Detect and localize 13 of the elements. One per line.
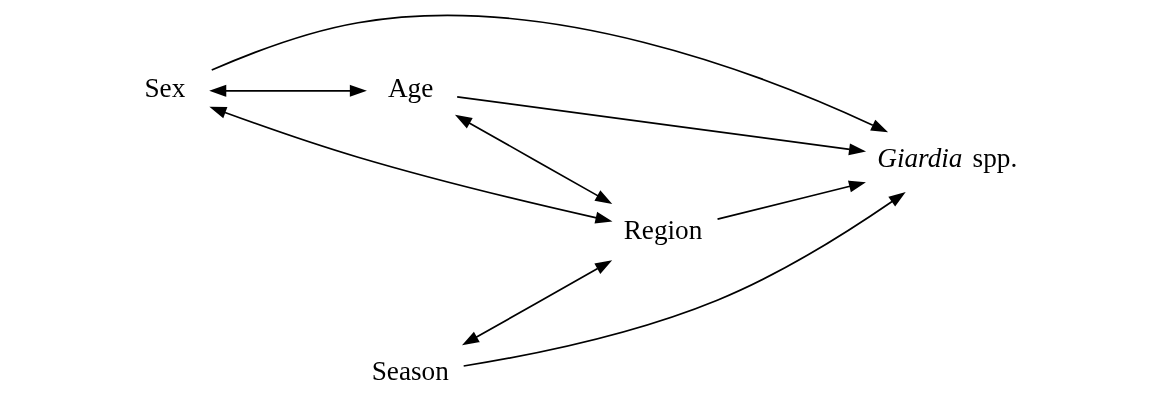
- node-text: Sex: [144, 73, 186, 104]
- node-text: Region: [623, 214, 703, 245]
- arrow: [716, 180, 866, 220]
- arrow: [209, 84, 367, 97]
- arrow: [454, 114, 613, 204]
- arrow: [462, 192, 906, 367]
- arrow: [462, 260, 613, 346]
- arrow: [456, 95, 867, 156]
- node-text: Age: [387, 73, 434, 104]
- arrow: [210, 14, 889, 133]
- node-text: Giardia spp.: [877, 143, 1018, 174]
- node-text: Season: [371, 355, 449, 386]
- arrow: [209, 106, 613, 224]
